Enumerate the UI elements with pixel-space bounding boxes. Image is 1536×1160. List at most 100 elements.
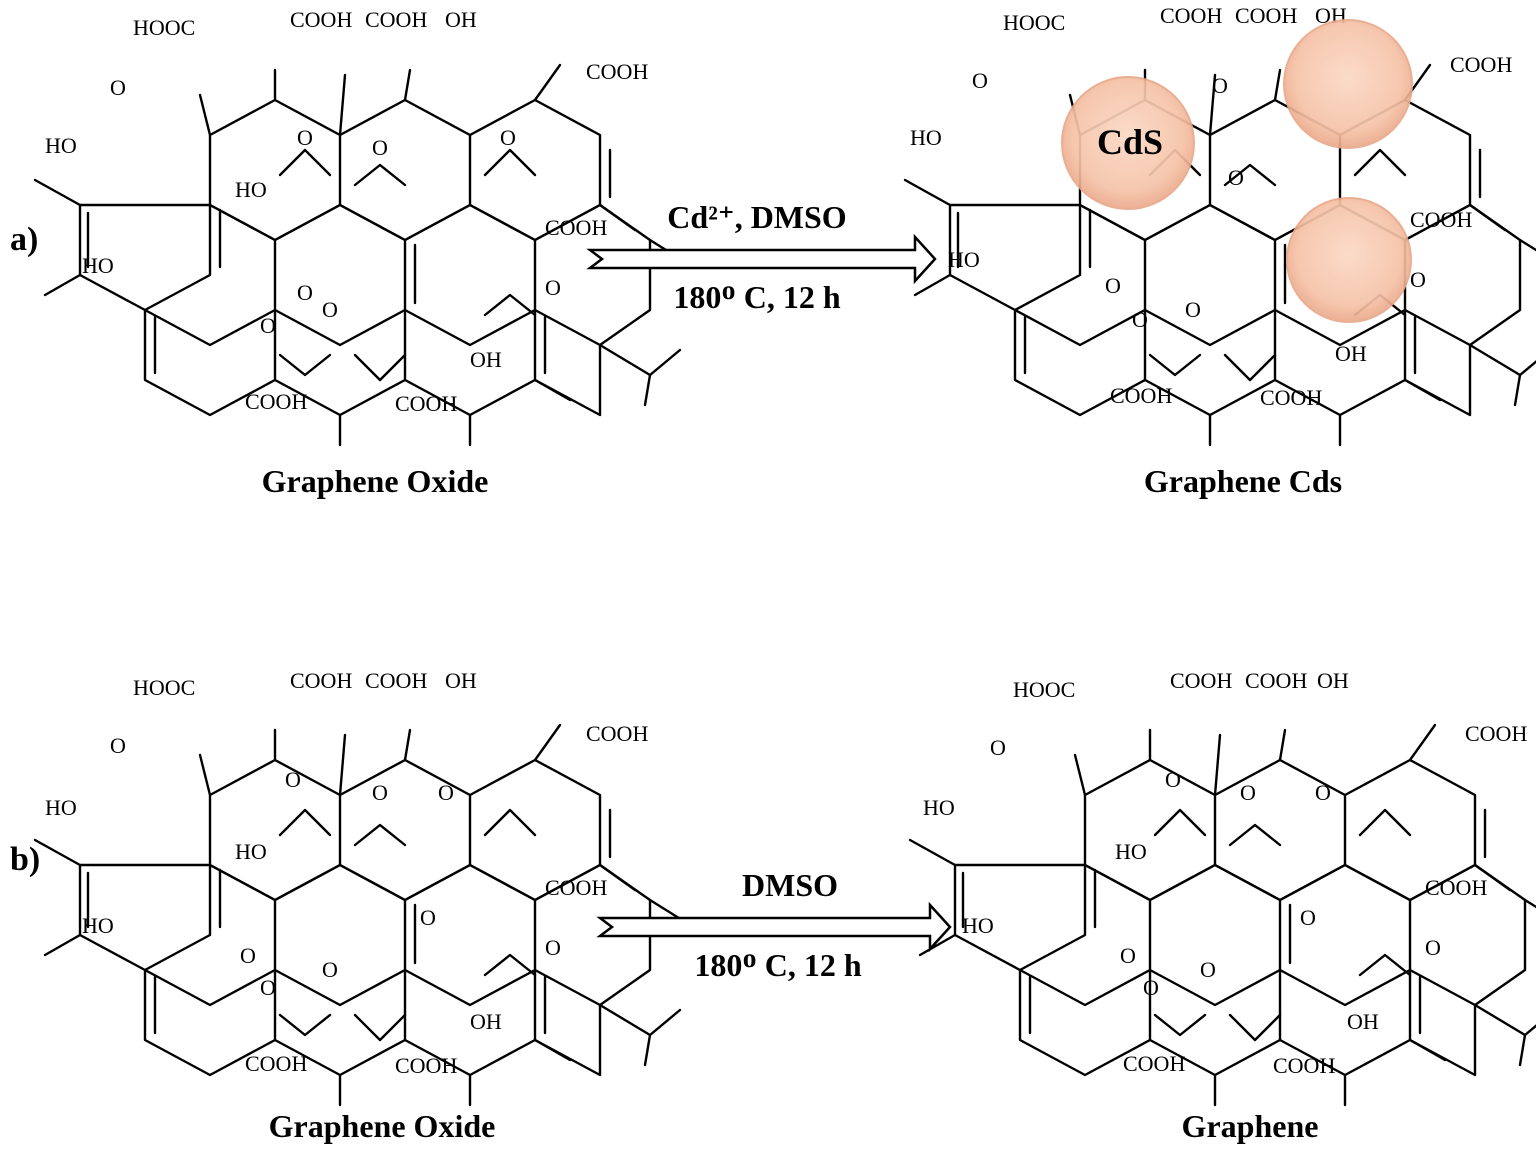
- group-cooh: COOH: [586, 59, 648, 84]
- group-o: O: [1410, 267, 1426, 292]
- group-o: O: [297, 280, 313, 305]
- group-oh: OH: [445, 668, 477, 693]
- group-cooh: COOH: [586, 721, 648, 746]
- group-oh: OH: [445, 7, 477, 32]
- group-o: O: [990, 735, 1006, 760]
- group-o: O: [110, 75, 126, 100]
- group-ho: HO: [82, 913, 114, 938]
- group-ho: HO: [948, 247, 980, 272]
- group-oh: OH: [1317, 668, 1349, 693]
- reagent-label-a: Cd²⁺, DMSO: [667, 199, 846, 235]
- group-cooh: COOH: [1450, 52, 1512, 77]
- group-ho: HO: [235, 839, 267, 864]
- group-cooh: COOH: [365, 668, 427, 693]
- group-o: O: [500, 125, 516, 150]
- conditions-label-b: 180ᴼ C, 12 h: [694, 947, 862, 983]
- group-ho: HO: [923, 795, 955, 820]
- group-o: O: [1165, 767, 1181, 792]
- group-oh: OH: [1335, 341, 1367, 366]
- reaction-arrow-b: [596, 901, 952, 953]
- group-hooc: HOOC: [133, 675, 195, 700]
- group-cooh: COOH: [245, 1051, 307, 1076]
- group-cooh: COOH: [1245, 668, 1307, 693]
- group-cooh: COOH: [1425, 875, 1487, 900]
- group-hooc: HOOC: [1003, 10, 1065, 35]
- group-cooh: COOH: [365, 7, 427, 32]
- group-cooh: COOH: [395, 391, 457, 416]
- group-o: O: [322, 957, 338, 982]
- conditions-label-a: 180ᴼ C, 12 h: [673, 279, 841, 315]
- product-name-b: Graphene: [1182, 1108, 1319, 1144]
- group-cooh: COOH: [1273, 1053, 1335, 1078]
- panel-a: a) HOOC COOH COOH OH COOH O HO HO COOH H…: [10, 3, 1536, 499]
- group-o: O: [1132, 307, 1148, 332]
- group-oh: OH: [470, 347, 502, 372]
- group-o: O: [1185, 297, 1201, 322]
- reactant-name-b: Graphene Oxide: [269, 1108, 496, 1144]
- group-o: O: [260, 313, 276, 338]
- reactant-name-a: Graphene Oxide: [262, 463, 489, 499]
- group-o: O: [1120, 943, 1136, 968]
- group-o: O: [972, 68, 988, 93]
- group-ho: HO: [235, 177, 267, 202]
- group-ho: HO: [962, 913, 994, 938]
- group-cooh: COOH: [1110, 383, 1172, 408]
- group-o: O: [372, 135, 388, 160]
- group-ho: HO: [82, 253, 114, 278]
- group-cooh: COOH: [290, 668, 352, 693]
- group-o: O: [285, 767, 301, 792]
- group-ho: HO: [45, 133, 77, 158]
- group-o: O: [545, 935, 561, 960]
- group-o: O: [372, 780, 388, 805]
- group-ho: HO: [1115, 839, 1147, 864]
- group-ho: HO: [910, 125, 942, 150]
- group-hooc: HOOC: [133, 15, 195, 40]
- group-cooh: COOH: [245, 389, 307, 414]
- group-o: O: [260, 975, 276, 1000]
- group-o: O: [1425, 935, 1441, 960]
- group-o: O: [1240, 780, 1256, 805]
- group-oh: OH: [470, 1009, 502, 1034]
- cds-nanoparticle: [1283, 19, 1413, 149]
- group-o: O: [240, 943, 256, 968]
- panel-b-label: b): [10, 841, 40, 878]
- group-cooh: COOH: [1123, 1051, 1185, 1076]
- panel-b: b) HOOC COOH COOH OH COOH O HO HO COOH H…: [10, 668, 1536, 1144]
- group-o: O: [1143, 975, 1159, 1000]
- group-cooh: COOH: [1160, 3, 1222, 28]
- group-o: O: [1228, 165, 1244, 190]
- group-o: O: [1315, 780, 1331, 805]
- group-cooh: COOH: [545, 215, 607, 240]
- group-o: O: [1200, 957, 1216, 982]
- group-o: O: [1212, 73, 1228, 98]
- group-o: O: [1300, 905, 1316, 930]
- group-cooh: COOH: [1235, 3, 1297, 28]
- graphene-structure: HOOC COOH COOH OH COOH O HO HO COOH HO O…: [908, 668, 1536, 1107]
- group-oh: OH: [1347, 1009, 1379, 1034]
- graphene-oxide-structure-a: HOOC COOH COOH OH COOH O HO HO COOH HO O…: [33, 7, 692, 447]
- group-o: O: [545, 275, 561, 300]
- group-o: O: [420, 905, 436, 930]
- group-cooh: COOH: [545, 875, 607, 900]
- group-cooh: COOH: [1410, 207, 1472, 232]
- graphene-cds-structure: HOOC COOH COOH OH COOH O HO COOH HO O OH…: [903, 3, 1536, 447]
- cds-nanoparticle: CdS: [1061, 76, 1195, 210]
- group-cooh: COOH: [1170, 668, 1232, 693]
- product-name-a: Graphene Cds: [1144, 463, 1342, 499]
- group-ho: HO: [45, 795, 77, 820]
- group-cooh: COOH: [290, 7, 352, 32]
- reaction-arrow-a: [586, 233, 937, 285]
- group-hooc: HOOC: [1013, 677, 1075, 702]
- graphene-oxide-structure-b: HOOC COOH COOH OH COOH O HO HO COOH HO O…: [33, 668, 692, 1107]
- group-cooh: COOH: [395, 1053, 457, 1078]
- group-o: O: [322, 297, 338, 322]
- group-cooh: COOH: [1260, 385, 1322, 410]
- panel-a-label: a): [10, 221, 38, 258]
- group-o: O: [110, 733, 126, 758]
- group-cooh: COOH: [1465, 721, 1527, 746]
- reagent-label-b: DMSO: [742, 867, 838, 903]
- cds-nanoparticle: [1286, 197, 1412, 323]
- group-o: O: [1105, 273, 1121, 298]
- group-o: O: [297, 125, 313, 150]
